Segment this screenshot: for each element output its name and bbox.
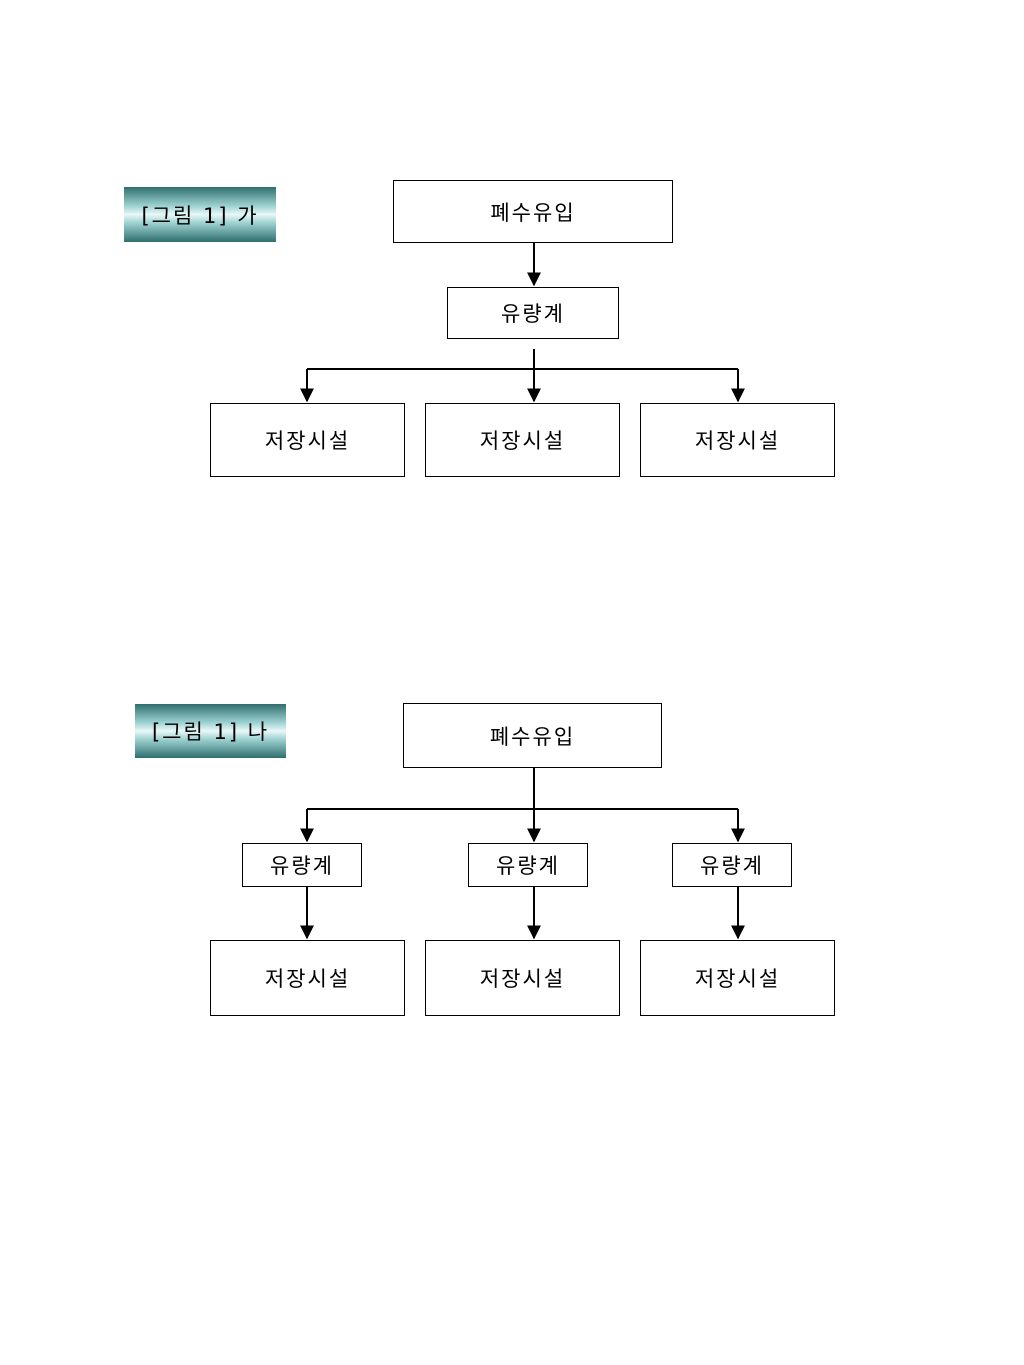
storage-facility-box-2: 저장시설 [425,403,620,477]
figure-caption-a: [그림 1] 가 [124,187,276,242]
storage-facility-box-3: 저장시설 [640,403,835,477]
flowmeter-box-1: 유량계 [242,843,362,887]
wastewater-inflow-box-2: 폐수유입 [403,703,662,768]
figure-caption-b: [그림 1] 나 [135,704,286,758]
flowmeter-box-3: 유량계 [672,843,792,887]
storage-facility-box-4: 저장시설 [210,940,405,1016]
storage-facility-box-1: 저장시설 [210,403,405,477]
storage-facility-box-5: 저장시설 [425,940,620,1016]
wastewater-inflow-box: 폐수유입 [393,180,673,243]
storage-facility-box-6: 저장시설 [640,940,835,1016]
flowmeter-box-2: 유량계 [468,843,588,887]
flowmeter-box: 유량계 [447,287,619,339]
